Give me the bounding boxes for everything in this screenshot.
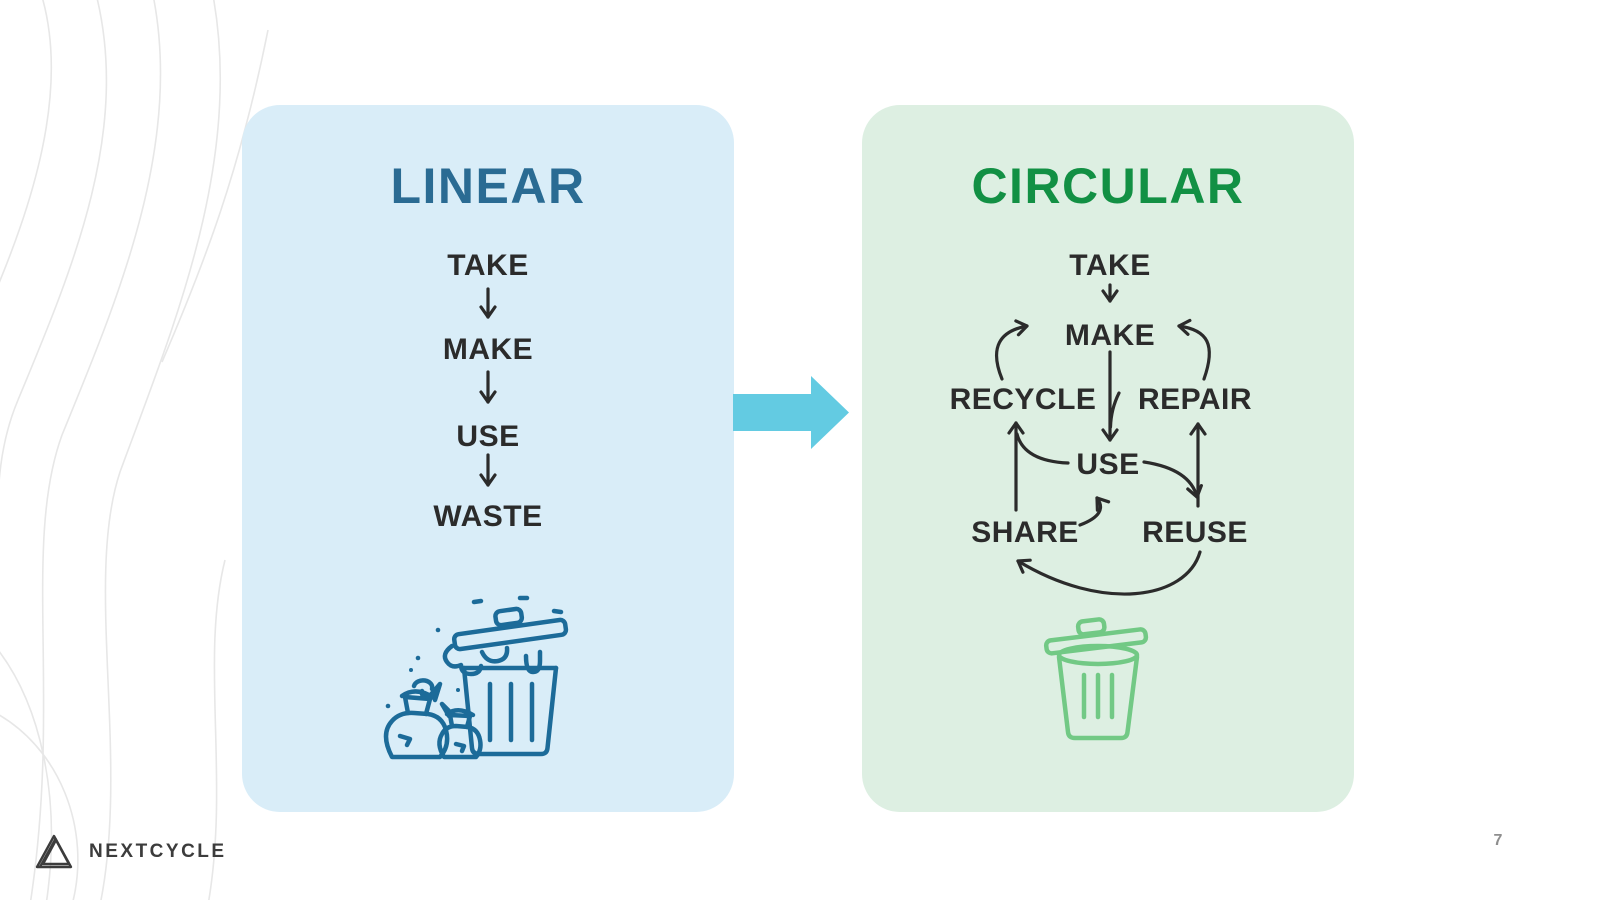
linear-title: LINEAR	[390, 158, 586, 214]
linear-step-waste: WASTE	[433, 500, 543, 533]
circular-node-take: TAKE	[1069, 249, 1151, 282]
arrow-use-reuse	[1142, 460, 1203, 499]
circular-node-share: SHARE	[971, 516, 1079, 549]
brand-name: NEXTCYCLE	[89, 840, 227, 862]
nextcycle-triangle-icon	[35, 834, 73, 869]
arrow-hook-make-use	[1108, 391, 1121, 429]
arrow-share-use	[1078, 496, 1111, 527]
arrow-repair-make	[1177, 318, 1211, 381]
circular-node-reuse: REUSE	[1142, 516, 1248, 549]
circular-flow-arrows	[994, 283, 1211, 596]
linear-step-take: TAKE	[447, 249, 529, 282]
empty-trash-icon	[1043, 617, 1149, 741]
circular-title: CIRCULAR	[971, 158, 1245, 214]
linear-flow-arrows	[479, 287, 497, 487]
arrow-recycle-make	[994, 319, 1029, 381]
linear-panel: LINEAR TAKE MAKE USE WASTE	[242, 105, 734, 812]
brand-logo: NEXTCYCLE	[33, 833, 227, 870]
circular-node-use: USE	[1076, 448, 1140, 481]
linear-to-circular-arrow-icon	[733, 376, 849, 449]
linear-step-make: MAKE	[442, 333, 534, 366]
circular-node-recycle: RECYCLE	[949, 383, 1097, 416]
page-number: 7	[1493, 832, 1503, 849]
arrow-reuse-share	[1016, 550, 1202, 596]
circular-panel: CIRCULAR TAKE MAKE RECYCLE REPAIR USE SH…	[862, 105, 1354, 812]
circular-node-repair: REPAIR	[1137, 383, 1253, 416]
topographic-contour-background	[0, 0, 269, 900]
overflowing-trash-icon	[383, 595, 569, 760]
arrow-use-recycle-merge	[1015, 432, 1070, 465]
linear-step-use: USE	[456, 420, 520, 453]
circular-node-make: MAKE	[1064, 319, 1156, 352]
